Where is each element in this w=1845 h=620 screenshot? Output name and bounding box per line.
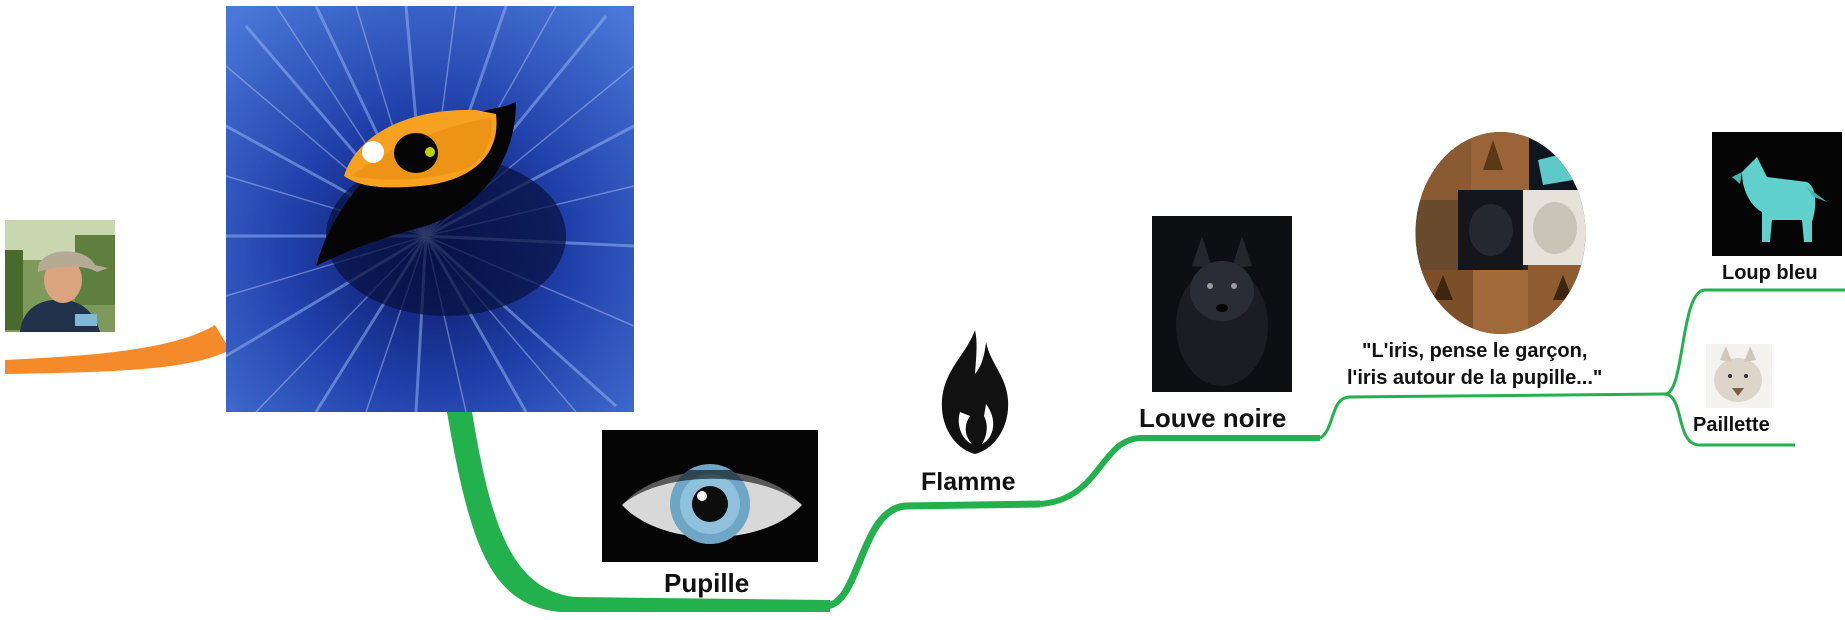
boy-with-cap-photo [5, 220, 115, 332]
wolf-collage-circle [1413, 130, 1588, 336]
louve-noire-label: Louve noire [1139, 403, 1287, 433]
iris-quote: "L'iris, pense le garçon, l'iris autour … [1347, 338, 1602, 392]
green-branch-loup-bleu [1664, 288, 1845, 396]
black-wolf-photo [1152, 216, 1292, 392]
paillette-label: Paillette [1693, 414, 1770, 436]
flamme-label: Flamme [921, 468, 1016, 496]
cyan-wolf-figure [1712, 132, 1842, 256]
white-wolf-photo [1706, 344, 1772, 408]
iris-quote-line-2: l'iris autour de la pupille..." [1347, 367, 1603, 389]
blue-human-eye-photo [602, 430, 818, 562]
blue-wolf-eye-drawing [226, 6, 634, 412]
iris-quote-line-1: "L'iris, pense le garçon, [1361, 340, 1588, 362]
pupille-label: Pupille [664, 568, 750, 598]
green-branch-louve [1039, 435, 1320, 507]
loup-bleu-label: Loup bleu [1722, 262, 1818, 284]
black-flame-icon [936, 330, 1014, 454]
green-branch-paillette [1664, 392, 1795, 447]
green-branch-flamme [824, 500, 1041, 610]
green-branch-iris [1319, 392, 1666, 440]
orange-branch [5, 325, 230, 374]
